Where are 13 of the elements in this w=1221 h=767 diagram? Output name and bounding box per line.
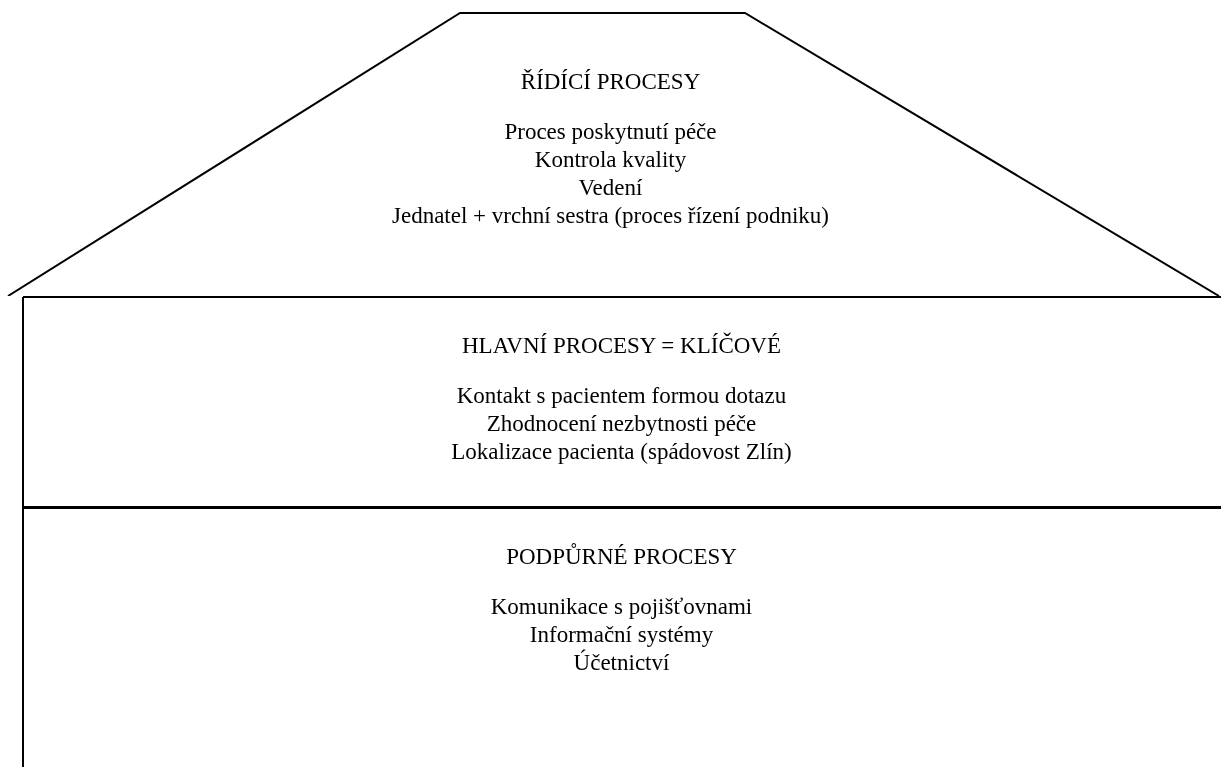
- list-item: Proces poskytnutí péče: [504, 118, 717, 146]
- list-item: Kontakt s pacientem formou dotazu: [456, 382, 787, 410]
- list-item: Informační systémy: [529, 621, 714, 649]
- section-heading: ŘÍDÍCÍ PROCESY: [520, 68, 701, 96]
- list-item: Kontrola kvality: [534, 146, 687, 174]
- section-heading: PODPŮRNÉ PROCESY: [506, 543, 737, 571]
- list-item: Zhodnocení nezbytnosti péče: [486, 410, 757, 438]
- list-item: Jednatel + vrchní sestra (proces řízení podniku): [391, 202, 829, 230]
- list-item: Účetnictví: [573, 649, 670, 677]
- list-item: Vedení: [578, 174, 643, 202]
- list-item: Lokalizace pacienta (spádovost Zlín): [451, 438, 792, 466]
- section-heading: HLAVNÍ PROCESY = KLÍČOVÉ: [462, 332, 781, 360]
- list-item: Komunikace s pojišťovnami: [490, 593, 753, 621]
